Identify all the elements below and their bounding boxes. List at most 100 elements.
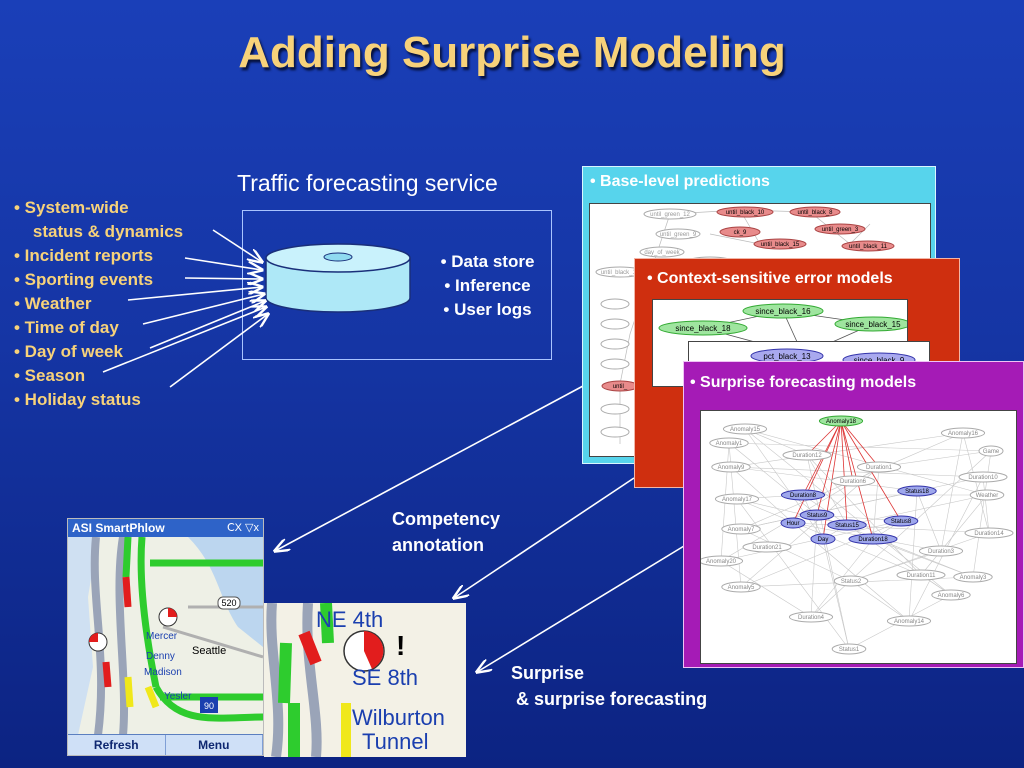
svg-text:Yesler: Yesler (164, 691, 192, 702)
node-label: Anomaly5 (728, 585, 755, 591)
node-label: Status18 (905, 489, 929, 495)
node-label: Anomaly18 (826, 419, 857, 425)
smartphlow-phone-screen: ASI SmartPhlow ⅭX ▽x 520 Mercer (67, 518, 264, 756)
node-label: Duration18 (858, 537, 888, 543)
graph-node: Status18 (897, 485, 937, 497)
svg-text:Madison: Madison (144, 667, 182, 678)
svg-text:Mercer: Mercer (146, 631, 178, 642)
node-label: Status1 (839, 647, 860, 653)
svg-text:Seattle: Seattle (192, 645, 226, 657)
yellow-road-segments (124, 676, 160, 709)
node-label: Duration6 (840, 479, 867, 485)
service-item: • Inference (444, 276, 531, 295)
input-item: • Holiday status (14, 390, 141, 409)
node-label: Duration4 (798, 615, 825, 621)
svg-text:Denny: Denny (146, 651, 175, 662)
node-label: Anomaly16 (948, 431, 979, 437)
surprise-annotation: Surprise & surprise forecasting (511, 663, 708, 709)
alert-icon: ! (396, 630, 405, 661)
graph-node: Anomaly20 (701, 555, 744, 567)
graph-node: Duration12 (782, 449, 832, 461)
node-label: Duration3 (928, 549, 955, 555)
graph-node: Status8 (883, 515, 919, 527)
node-label: Duration8 (790, 493, 817, 499)
node-label: Anomaly3 (960, 575, 987, 581)
node-label: since_black_16 (755, 307, 811, 316)
graph-node: Status2 (833, 575, 869, 587)
graph-node: Game (978, 445, 1004, 457)
graph-node: Anomaly3 (953, 571, 993, 583)
graph-node: Duration1 (856, 461, 902, 473)
node-label: Weather (976, 493, 999, 499)
phone-app-title: ASI SmartPhlow (68, 519, 263, 537)
zoomed-map-graphic: ! NE 4th SE 8th Wilburton Tunnel (264, 603, 466, 757)
input-item: • Season (14, 366, 86, 385)
menu-button[interactable]: Menu (166, 735, 263, 755)
graph-node: Status1 (831, 643, 867, 655)
graph-node: Duration14 (964, 527, 1014, 539)
node-label: Duration1 (866, 465, 893, 471)
graph-node: Anomaly6 (931, 589, 971, 601)
node-label: until_green_12 (650, 212, 690, 218)
phone-softkey-bar: Refresh Menu (68, 734, 263, 755)
node-label: pct_black_13 (763, 352, 811, 361)
node-label: since_black_9 (854, 356, 905, 365)
graph-node: Duration3 (918, 545, 964, 557)
node-label: Game (983, 449, 1000, 455)
node-label: Anomaly14 (894, 619, 925, 625)
service-box (242, 210, 552, 360)
svg-text:520: 520 (221, 598, 236, 608)
node-label: Day (818, 537, 829, 543)
panel-title: • Context-sensitive error models (647, 270, 893, 287)
graph-node: Anomaly18 (818, 415, 864, 427)
node-label: until_black_10 (726, 210, 765, 216)
node-label: Anomaly6 (938, 593, 965, 599)
highway-shield-icon (217, 596, 241, 610)
input-item: • System-wide (14, 198, 129, 217)
graph-node: Anomaly14 (886, 615, 932, 627)
interstate-shield-icon (200, 697, 218, 713)
node-label: ck_9 (734, 230, 747, 236)
panel-title: • Surprise forecasting models (690, 374, 917, 391)
competency-annotation: Competency annotation (392, 509, 501, 555)
input-item: • Incident reports (14, 246, 154, 265)
graph-node: Duration4 (788, 611, 834, 623)
node-label: Anomaly17 (722, 497, 753, 503)
graph-node: Anomaly9 (711, 461, 751, 473)
node-label: until_green_9 (660, 232, 697, 238)
node-label: Anomaly20 (706, 559, 737, 565)
input-item: status & dynamics (14, 222, 184, 241)
graph-node: Status9 (799, 509, 835, 521)
graph-node: Status15 (827, 519, 867, 531)
graph-node: Duration11 (896, 569, 946, 581)
service-item: • User logs (443, 300, 532, 319)
street-label: NE 4th (316, 607, 383, 632)
panel-title: • Base-level predictions (590, 173, 770, 190)
refresh-button[interactable]: Refresh (68, 735, 166, 755)
graph-node: Anomaly7 (721, 523, 761, 535)
zoomed-map: ! NE 4th SE 8th Wilburton Tunnel (264, 603, 466, 757)
graph-node: Duration8 (780, 489, 826, 501)
node-label: Status9 (807, 513, 828, 519)
node-label: Anomaly1 (716, 441, 743, 447)
red-road-segments (102, 576, 132, 688)
node-label: Duration12 (792, 453, 822, 459)
node-label: until_ (613, 384, 628, 390)
node-label: Hour (786, 521, 799, 527)
node-label: until_green_3 (822, 227, 859, 233)
water-shape (68, 537, 98, 735)
arrow-surprise (477, 545, 685, 672)
database-cylinder-icon (265, 243, 411, 313)
input-item: • Sporting events (14, 270, 154, 289)
red-road-segments (298, 630, 322, 666)
node-label: day_of_week (644, 250, 680, 256)
slide-title: Adding Surprise Modeling (238, 28, 786, 77)
graph-node: Anomaly16 (940, 427, 986, 439)
graph-node: Duration18 (848, 533, 898, 545)
graph-node: Duration6 (830, 475, 876, 487)
street-label: Wilburton (352, 705, 445, 730)
node-label: Anomaly15 (730, 427, 761, 433)
green-road-segments (278, 603, 334, 757)
